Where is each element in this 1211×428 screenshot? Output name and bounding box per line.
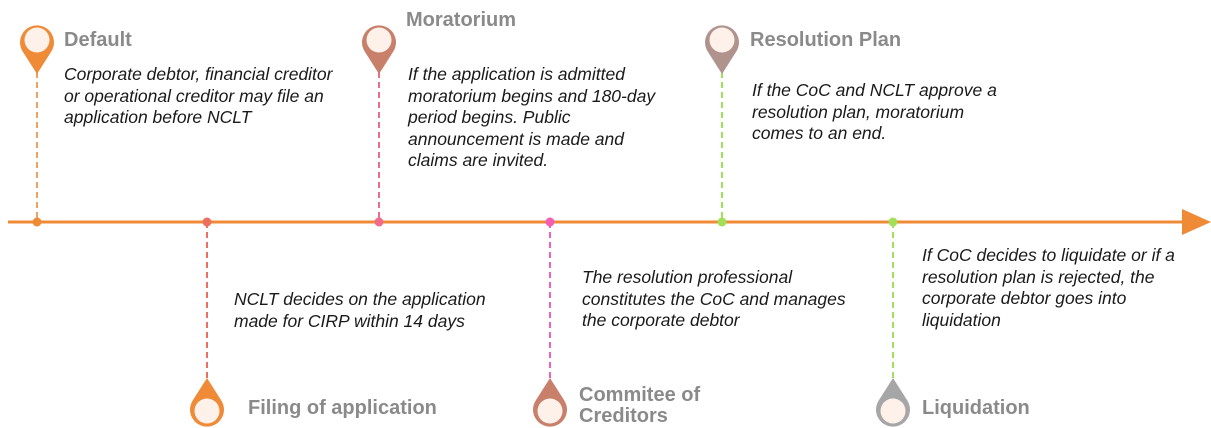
pin-default-icon [19,25,54,74]
stage-description-moratorium: If the application is admitted moratoriu… [408,64,656,170]
stage-description-liquidation: If CoC decides to liquidate or if a reso… [922,245,1175,330]
stage-title-committee: Commitee of Creditors [579,384,701,427]
stage-title-resolution: Resolution Plan [750,29,902,51]
axis-dot-default [32,217,42,227]
stage-title-moratorium: Moratorium [406,9,516,31]
axis-dot-moratorium [374,217,384,227]
pin-committee-icon [533,378,567,427]
stage-title-filing: Filing of application [248,397,437,419]
stage-description-default: Corporate debtor, financial creditor or … [64,64,333,127]
stage-description-filing: NCLT decides on the application made for… [234,289,486,331]
stage-title-default: Default [64,29,132,51]
axis-dot-liquidation [888,217,898,227]
pin-liquidation-icon [876,378,910,427]
axis-dot-filing [202,217,212,227]
pin-filing-icon [190,378,224,427]
timeline-arrowhead-icon [1182,209,1211,235]
stage-title-liquidation: Liquidation [922,397,1030,419]
pin-resolution-icon [705,25,740,74]
stage-description-resolution: If the CoC and NCLT approve a resolution… [752,80,997,143]
axis-dot-committee [545,217,555,227]
stage-description-committee: The resolution professional constitutes … [582,267,846,330]
pin-moratorium-icon [362,25,396,75]
axis-dot-resolution [717,217,727,227]
